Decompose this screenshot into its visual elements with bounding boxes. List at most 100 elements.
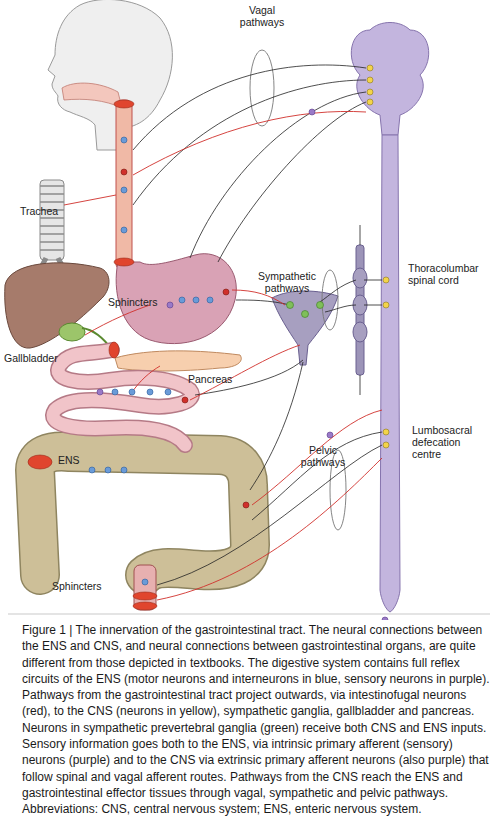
intestine-outline	[53, 350, 192, 445]
figure-label: ENS	[58, 454, 88, 466]
vagal-wire	[133, 80, 366, 205]
sympathetic-wire	[250, 362, 303, 490]
prevertebral-ganglion	[272, 291, 338, 365]
cns-neuron	[383, 277, 389, 283]
sphincter	[133, 602, 157, 610]
enteric-neurons	[89, 137, 213, 585]
chain-bar-wire	[360, 225, 361, 395]
intestinofugal-neuron	[182, 397, 188, 403]
enteric-neuron	[121, 187, 127, 193]
liver	[5, 263, 109, 348]
ganglion-neuron	[287, 302, 294, 309]
cns-neuron	[367, 65, 373, 71]
colon	[35, 452, 250, 575]
pancreas	[115, 351, 241, 371]
figure-label: Thoracolumbar spinal cord	[408, 262, 488, 286]
sensory-neuron	[309, 109, 315, 115]
enteric-neuron	[121, 137, 127, 143]
enteric-neuron	[193, 297, 199, 303]
figure-label: Sphincters	[108, 296, 168, 308]
intestinofugal-neuron	[223, 289, 229, 295]
enteric-neuron	[105, 467, 111, 473]
ganglion-neuron	[302, 311, 309, 318]
vagal-bracket	[250, 50, 274, 126]
sympathetic-bracket	[322, 270, 338, 330]
chain-ganglion	[353, 268, 367, 288]
cns-neuron	[383, 429, 389, 435]
trachea-rings	[40, 186, 64, 250]
cns-neurons	[367, 65, 389, 448]
cns-neuron	[383, 442, 389, 448]
sympathetic-chain	[353, 245, 367, 375]
ganglion-neurons	[287, 302, 324, 318]
chain-ganglion	[353, 322, 367, 342]
gallbladder-link	[85, 305, 150, 335]
small-intestine	[53, 350, 192, 445]
sensory-neuron	[327, 432, 333, 438]
figure-label: Sympathetic pathways	[252, 270, 322, 294]
nerve-wires	[133, 65, 382, 585]
sensory-neuron	[97, 389, 103, 395]
spinal-afferent	[252, 410, 382, 505]
cns-neuron	[383, 302, 389, 308]
colon-outline	[35, 452, 250, 575]
esophagus	[116, 100, 132, 270]
intestinofugal-wire	[190, 345, 300, 400]
sphincter	[109, 342, 119, 358]
cns	[351, 23, 428, 613]
afferent-wires	[64, 111, 382, 600]
brainstem	[351, 23, 428, 136]
intestinofugal-neuron	[243, 502, 249, 508]
pelvic-afferent	[157, 458, 382, 600]
caption-rule	[8, 614, 490, 615]
sympathetic-wire	[320, 280, 382, 302]
intestine-fill	[53, 350, 192, 445]
pelvic-wire	[252, 432, 382, 520]
sphincter	[114, 100, 134, 108]
colon-fill	[35, 452, 250, 575]
enteric-neuron	[112, 389, 118, 395]
sensory-neuron	[167, 302, 173, 308]
pelvic-wire	[157, 445, 382, 585]
cns-neuron	[367, 89, 373, 95]
cns-neuron	[367, 99, 373, 105]
intestinofugal-neuron	[121, 169, 127, 175]
enteric-neuron	[129, 389, 135, 395]
figure-label: Vagal pathways	[232, 4, 292, 28]
intestinofugal-neurons	[121, 169, 249, 508]
enteric-neuron	[147, 389, 153, 395]
oral-cavity	[62, 83, 122, 108]
enteric-neuron	[165, 389, 171, 395]
gut-innervation-illustration	[0, 0, 498, 620]
enteric-neuron	[179, 297, 185, 303]
figure-label: Gallbladder	[4, 352, 74, 364]
figure-caption: Figure 1 | The innervation of the gastro…	[22, 622, 492, 818]
sensory-neuron	[382, 617, 388, 620]
trachea-link	[64, 195, 116, 205]
head-profile	[48, 0, 172, 150]
enteric-neuron	[89, 467, 95, 473]
sphincter	[114, 258, 134, 266]
vagal-wire	[218, 102, 366, 262]
sphincter	[133, 592, 157, 600]
spinal-cord	[380, 135, 400, 612]
cns-neuron	[367, 77, 373, 83]
vagal-wire	[133, 65, 366, 150]
vagal-afferent	[133, 111, 366, 175]
sympathetic-wire	[325, 305, 382, 312]
sensory-neurons	[97, 109, 388, 620]
figure-label: Pancreas	[188, 373, 248, 385]
ganglion-neuron	[317, 302, 324, 309]
enteric-neuron	[121, 227, 127, 233]
rectum	[134, 565, 156, 610]
trachea-tube	[40, 180, 64, 260]
figure-label: Pelvic pathways	[296, 444, 350, 468]
pancreas-link	[130, 366, 160, 395]
enteric-neuron	[142, 579, 148, 585]
figure-label: Sphincters	[52, 580, 122, 592]
head-outline	[48, 0, 172, 150]
figure-label: Trachea	[20, 205, 70, 217]
enteric-neuron	[121, 467, 127, 473]
sphincter	[28, 455, 52, 469]
